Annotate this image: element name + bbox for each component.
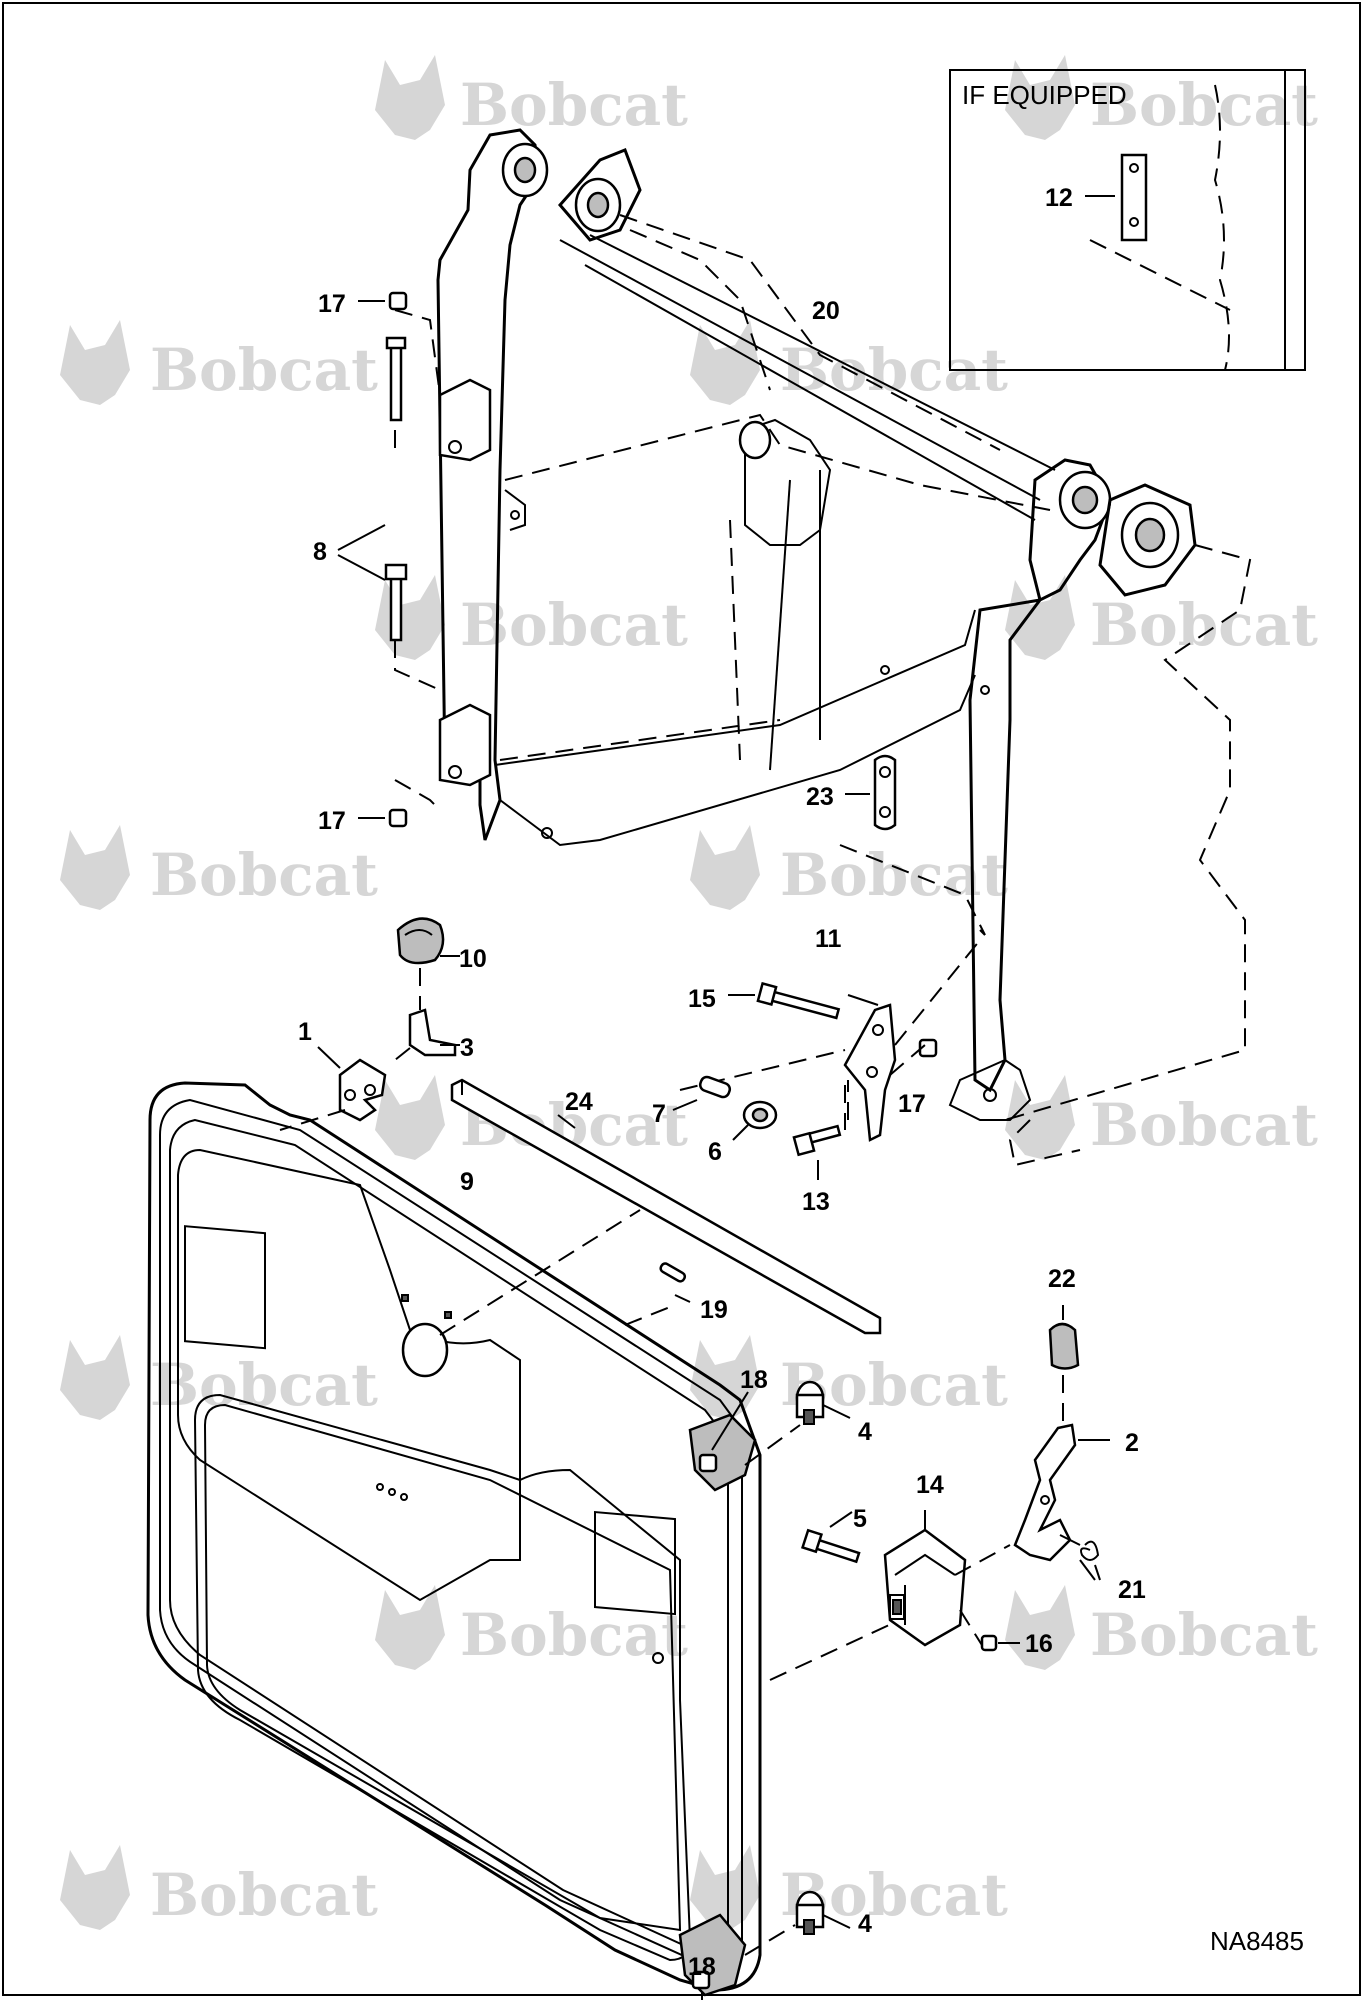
- watermark-text: Bobcat: [1090, 591, 1318, 659]
- label-part-9: 9: [460, 1168, 474, 1196]
- watermark-text: Bobcat: [460, 71, 688, 139]
- part-13-bolt: [792, 1080, 849, 1180]
- label-part-3: 3: [460, 1034, 474, 1062]
- bobcat-logo-icon: [690, 1335, 760, 1420]
- label-part-11: 11: [815, 925, 842, 953]
- part-24-strip: [450, 1078, 882, 1335]
- bobcat-logo-icon: [375, 55, 445, 140]
- part-12-plate: [1120, 153, 1148, 242]
- bobcat-logo-icon: [1005, 575, 1075, 660]
- label-part-5: 5: [853, 1505, 867, 1533]
- label-part-24: 24: [565, 1088, 593, 1116]
- label-part-4: 4: [858, 1418, 872, 1446]
- part-16-nut: [980, 1634, 1020, 1652]
- bobcat-logo-icon: [60, 320, 130, 405]
- watermark-text: Bobcat: [1090, 1601, 1318, 1669]
- bobcat-logo-icon: [60, 825, 130, 910]
- bobcat-logo-icon: [375, 1075, 445, 1160]
- watermarks: Bobcat Bobcat Bobcat Bobcat Bobcat Bobca…: [60, 55, 1318, 1930]
- part-3-clip: [394, 1008, 460, 1061]
- part-22-knob: [1048, 1305, 1080, 1425]
- inset-title: IF EQUIPPED: [962, 80, 1127, 110]
- part-7-bushing: [672, 1075, 732, 1111]
- label-part-14: 14: [916, 1471, 944, 1499]
- watermark-text: Bobcat: [150, 841, 378, 909]
- inset-if-equipped: IF EQUIPPED: [949, 69, 1306, 371]
- label-part-4: 4: [858, 1910, 872, 1938]
- part-1-bracket: [279, 1046, 387, 1131]
- watermark-text: Bobcat: [780, 841, 1008, 909]
- label-part-7: 7: [652, 1100, 666, 1128]
- label-part-17: 17: [318, 807, 346, 835]
- label-part-23: 23: [806, 783, 834, 811]
- part-15-bolt: [728, 981, 841, 1020]
- label-part-20: 20: [812, 297, 840, 325]
- part-18-nut-lower: [691, 1970, 711, 1990]
- bobcat-logo-icon: [1005, 1585, 1075, 1670]
- bobcat-logo-icon: [375, 1585, 445, 1670]
- bobcat-logo-icon: [690, 1845, 760, 1930]
- bobcat-logo-icon: [690, 825, 760, 910]
- label-part-1: 1: [298, 1018, 312, 1046]
- part-4-bumper-upper: [795, 1380, 851, 1425]
- watermark-text: Bobcat: [150, 1861, 378, 1929]
- part-labels: 17 20 12 8 17 23 10 11 15 1 3 17 24 7 6 …: [298, 184, 1304, 1981]
- part-8-bolts: [337, 336, 408, 642]
- part-14-latch-housing: [883, 1510, 1011, 1651]
- bobcat-logo-icon: [60, 1845, 130, 1930]
- label-part-18: 18: [688, 1953, 716, 1981]
- label-part-18: 18: [740, 1366, 768, 1394]
- part-4-bumper-lower: [795, 1890, 851, 1935]
- label-part-15: 15: [688, 985, 716, 1013]
- part-10-knob: [396, 917, 460, 1010]
- watermark-text: Bobcat: [460, 591, 688, 659]
- bobcat-logo-icon: [375, 575, 445, 660]
- part-20-frame: [394, 128, 1252, 1167]
- part-18-nut-upper: [698, 1453, 718, 1473]
- part-21-spring: [1059, 1534, 1101, 1581]
- bobcat-logo-icon: [60, 1335, 130, 1420]
- part-19-pin: [659, 1262, 691, 1303]
- part-6-spacer: [732, 1100, 778, 1141]
- label-part-17: 17: [318, 290, 346, 318]
- label-part-6: 6: [708, 1138, 722, 1166]
- watermark-text: Bobcat: [150, 336, 378, 404]
- label-part-21: 21: [1118, 1576, 1146, 1604]
- bobcat-logo-icon: [690, 320, 760, 405]
- bobcat-logo-icon: [1005, 1075, 1075, 1160]
- label-part-17: 17: [898, 1090, 926, 1118]
- part-9-door: [146, 1081, 901, 2000]
- label-part-16: 16: [1025, 1630, 1053, 1658]
- part-2-latch-lever: [1013, 1423, 1110, 1562]
- label-part-10: 10: [459, 945, 487, 973]
- part-17-nuts: [358, 291, 938, 1058]
- label-part-13: 13: [802, 1188, 830, 1216]
- label-part-19: 19: [700, 1296, 728, 1324]
- inset-frame: [949, 69, 1306, 371]
- part-23-plate: [839, 754, 986, 936]
- label-part-12: 12: [1045, 184, 1073, 212]
- label-part-2: 2: [1125, 1429, 1139, 1457]
- label-part-22: 22: [1048, 1265, 1076, 1293]
- label-part-8: 8: [313, 538, 327, 566]
- watermark-text: Bobcat: [1090, 1091, 1318, 1159]
- part-5-bolt: [800, 1511, 861, 1564]
- watermark-text: Bobcat: [150, 1351, 378, 1419]
- bobcat-logo-icon: [1005, 55, 1075, 140]
- watermark-text: Bobcat: [1090, 71, 1318, 139]
- figure-code: NA8485: [1210, 1926, 1304, 1956]
